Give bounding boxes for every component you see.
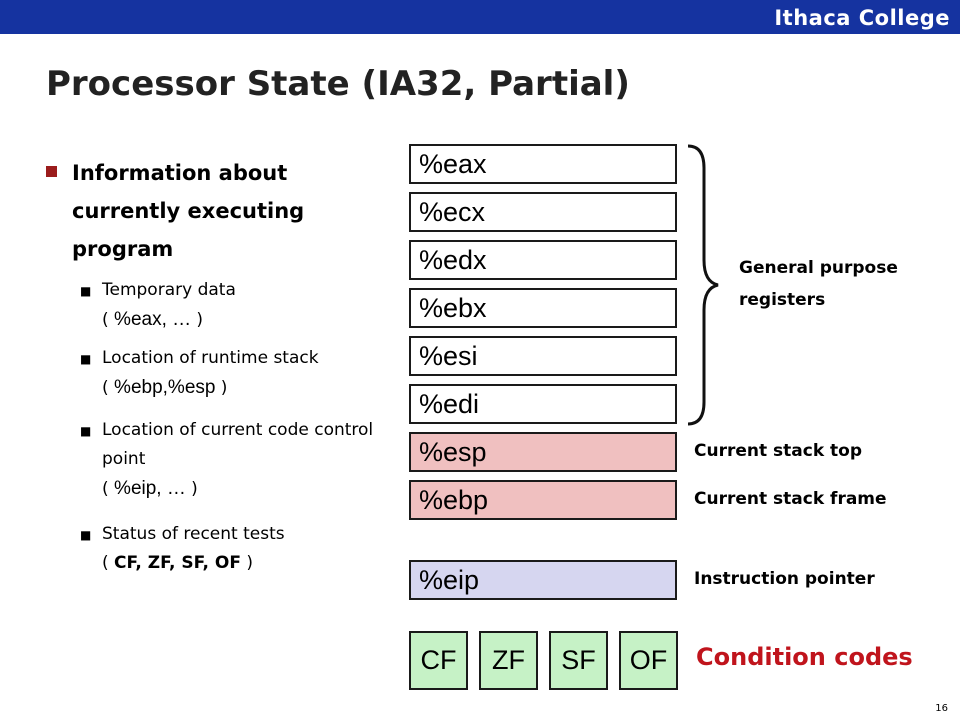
bullet-square-icon bbox=[46, 166, 57, 177]
sub-bullet-arrow-icon: ■ bbox=[80, 528, 92, 542]
page-number: 16 bbox=[935, 703, 948, 714]
register-esi: %esi bbox=[409, 336, 677, 376]
sub-bullet-arrow-icon: ■ bbox=[80, 424, 92, 438]
sub-bullet-label: Location of current code control point bbox=[102, 420, 374, 469]
flag-cf: CF bbox=[409, 631, 468, 690]
sub-bullet-arrow-icon: ■ bbox=[80, 284, 92, 298]
paren-open: ( bbox=[102, 553, 115, 573]
flag-zf: ZF bbox=[479, 631, 538, 690]
brand-logo-text: Ithaca College bbox=[774, 6, 950, 30]
register-ebp: %ebp bbox=[409, 480, 677, 520]
register-eip: %eip bbox=[409, 560, 677, 600]
label-instruction-pointer: Instruction pointer bbox=[694, 569, 875, 589]
label-current-stack-frame: Current stack frame bbox=[694, 489, 887, 509]
code-snippet: %eax, … bbox=[114, 309, 197, 330]
flag-of: OF bbox=[619, 631, 678, 690]
register-ecx: %ecx bbox=[409, 192, 677, 232]
sub-bullet-label: Location of runtime stack bbox=[102, 348, 319, 368]
sub-bullet-runtime-stack: Location of runtime stack ( %ebp,%esp ) bbox=[102, 344, 392, 403]
register-ebx: %ebx bbox=[409, 288, 677, 328]
code-snippet: %eip, … bbox=[114, 478, 192, 499]
register-esp: %esp bbox=[409, 432, 677, 472]
flag-sf: SF bbox=[549, 631, 608, 690]
paren-open: ( bbox=[102, 479, 115, 499]
code-snippet: %ebp,%esp bbox=[114, 377, 221, 398]
sub-bullet-label: Temporary data bbox=[102, 280, 236, 300]
register-eax: %eax bbox=[409, 144, 677, 184]
sub-bullet-label: Status of recent tests bbox=[102, 524, 285, 544]
register-edx: %edx bbox=[409, 240, 677, 280]
slide-title: Processor State (IA32, Partial) bbox=[46, 64, 630, 104]
sub-bullet-recent-tests: Status of recent tests ( CF, ZF, SF, OF … bbox=[102, 520, 382, 578]
paren-open: ( bbox=[102, 378, 115, 398]
paren-close: ) bbox=[196, 310, 204, 330]
register-edi: %edi bbox=[409, 384, 677, 424]
sub-bullet-temporary-data: Temporary data ( %eax, … ) bbox=[102, 276, 382, 335]
paren-close: ) bbox=[220, 378, 228, 398]
sub-bullet-code-control: Location of current code control point (… bbox=[102, 416, 382, 504]
label-current-stack-top: Current stack top bbox=[694, 441, 863, 461]
paren-open: ( bbox=[102, 310, 115, 330]
flags-list: CF, ZF, SF, OF bbox=[114, 553, 241, 573]
sub-bullet-arrow-icon: ■ bbox=[80, 352, 92, 366]
label-general-purpose: General purpose bbox=[739, 258, 898, 278]
curly-brace-icon bbox=[687, 144, 719, 426]
main-bullet-text: Information about currently executing pr… bbox=[72, 161, 305, 261]
paren-close: ) bbox=[191, 479, 198, 499]
label-registers: registers bbox=[739, 290, 826, 310]
label-condition-codes: Condition codes bbox=[696, 643, 913, 671]
header-bar: Ithaca College bbox=[0, 0, 960, 34]
paren-close: ) bbox=[240, 553, 253, 573]
